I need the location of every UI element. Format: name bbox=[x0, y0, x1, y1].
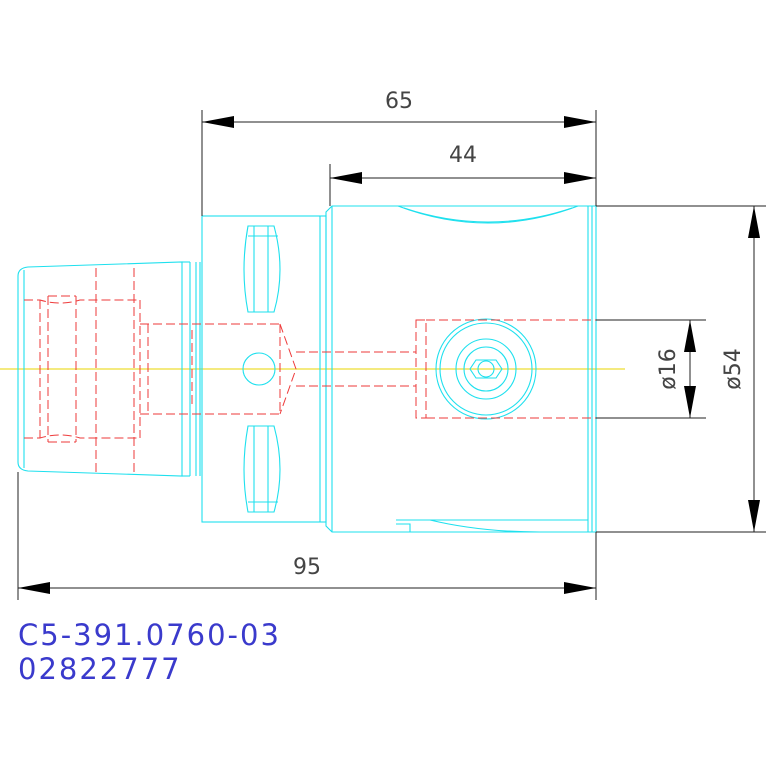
dim-label-dia54: ø54 bbox=[721, 348, 746, 389]
dimension-lines bbox=[17, 110, 766, 600]
dim-label-44: 44 bbox=[449, 143, 477, 168]
part-number-label: C5-391.0760-03 bbox=[18, 618, 281, 652]
body-hidden-lines bbox=[296, 319, 596, 419]
dim-label-65: 65 bbox=[385, 89, 413, 114]
main-body bbox=[325, 205, 597, 533]
order-number-label: 02822777 bbox=[18, 652, 182, 686]
shank-hidden-lines bbox=[24, 268, 297, 472]
left-shank bbox=[17, 261, 201, 477]
dim-label-dia16: ø16 bbox=[656, 348, 681, 389]
dim-label-95: 95 bbox=[293, 555, 321, 580]
